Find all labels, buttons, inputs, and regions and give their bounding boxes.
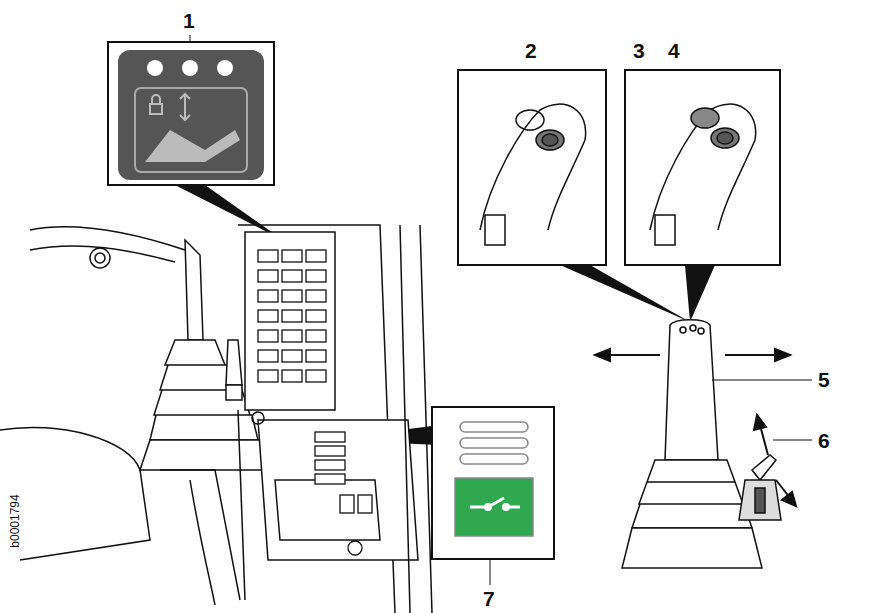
joystick	[622, 320, 781, 568]
indicator-inset	[108, 42, 274, 185]
switch-inset	[432, 407, 554, 559]
callout-number: 4	[668, 40, 680, 61]
callout-number: 2	[525, 40, 537, 61]
keypad-grid	[258, 250, 326, 382]
callout-number: 3	[633, 40, 645, 61]
joystick-head	[480, 104, 756, 245]
switch-row	[315, 432, 372, 555]
move-arrows	[595, 349, 796, 506]
callout-number: 7	[483, 588, 495, 609]
drawing-code: b0001794	[9, 494, 21, 547]
pointer-wedge	[685, 265, 715, 322]
callout-number: 5	[818, 369, 830, 390]
pointer-wedge	[560, 265, 690, 322]
button-inset	[458, 70, 780, 265]
callout-number: 6	[818, 430, 830, 451]
leader-line	[190, 35, 812, 585]
cab-drawing	[0, 225, 432, 613]
callout-number: 1	[183, 10, 195, 31]
